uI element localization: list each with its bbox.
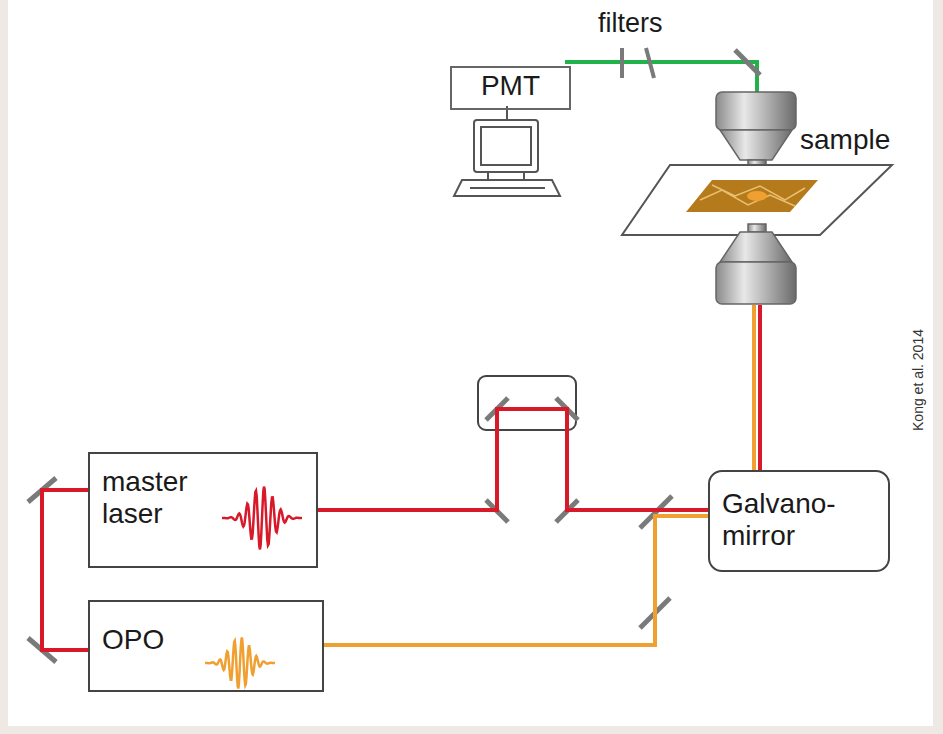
device-box: master laser xyxy=(88,452,318,568)
computer-icon xyxy=(454,106,560,196)
box-label: OPO xyxy=(102,624,322,656)
objective-lens xyxy=(716,224,796,304)
beam-path xyxy=(324,516,708,645)
mirror xyxy=(735,50,760,75)
device-box: OPO xyxy=(88,600,324,692)
component-label: filters xyxy=(598,8,663,39)
watermark: Kong et al. 2014 xyxy=(910,329,926,431)
device-box: Galvano-mirror xyxy=(708,470,890,572)
pulse-icon xyxy=(205,638,275,689)
device-box: PMT xyxy=(450,66,571,110)
objective-lens xyxy=(716,92,796,168)
beam-path xyxy=(42,490,88,650)
stokes-beam xyxy=(758,305,762,470)
box-label: master laser xyxy=(102,466,222,530)
sample-slide xyxy=(622,165,892,235)
beam-path xyxy=(318,409,708,510)
component-label: sample xyxy=(800,124,890,156)
filter xyxy=(620,48,624,78)
pulse-icon xyxy=(222,487,302,550)
pump-beam xyxy=(752,305,756,470)
signal-beam xyxy=(565,62,757,92)
box-label: Galvano-mirror xyxy=(722,488,872,552)
filter xyxy=(646,48,654,78)
box-label: PMT xyxy=(452,70,569,102)
